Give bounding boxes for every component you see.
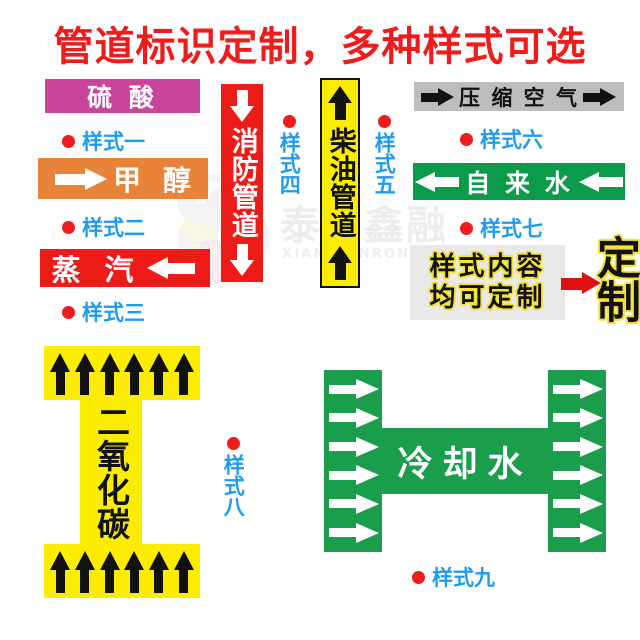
style-8-top-arrow-row bbox=[48, 352, 196, 396]
page-title: 管道标识定制，多种样式可选 bbox=[53, 24, 587, 70]
arrow-right-icon bbox=[329, 407, 379, 428]
caption-style-5: 样式五 bbox=[372, 115, 397, 195]
arrow-up-icon bbox=[328, 86, 352, 120]
arrow-right-icon bbox=[553, 407, 603, 428]
bullet-dot-icon bbox=[62, 305, 75, 319]
caption-style-2: 样式二 bbox=[62, 212, 145, 242]
arrow-up-icon bbox=[50, 353, 71, 395]
style-8-bottom-arrow-row bbox=[48, 550, 196, 594]
arrow-up-icon bbox=[99, 551, 120, 593]
arrow-up-icon bbox=[328, 246, 352, 280]
arrow-down-icon bbox=[230, 90, 254, 122]
arrow-up-icon bbox=[124, 353, 145, 395]
arrow-up-icon bbox=[74, 353, 95, 395]
arrow-up-icon bbox=[173, 551, 194, 593]
label-style-8-text: 二氧化碳 bbox=[91, 405, 131, 541]
bullet-dot-icon bbox=[412, 570, 425, 584]
bullet-dot-icon bbox=[226, 437, 240, 450]
caption-style-4-text: 样式四 bbox=[277, 132, 302, 195]
arrow-up-icon bbox=[50, 551, 71, 593]
arrow-up-icon bbox=[148, 353, 169, 395]
caption-style-3: 样式三 bbox=[62, 297, 145, 327]
bullet-dot-icon bbox=[62, 134, 75, 148]
custom-text-box[interactable]: 样式内容 均可定制 bbox=[410, 245, 565, 320]
arrow-left-icon bbox=[578, 171, 623, 192]
caption-style-2-text: 样式二 bbox=[82, 216, 145, 240]
arrow-up-icon bbox=[74, 551, 95, 593]
arrow-right-icon bbox=[553, 465, 603, 486]
arrow-right-icon bbox=[329, 436, 379, 457]
custom-line-1: 样式内容 bbox=[429, 251, 546, 282]
style-8-middle-bar bbox=[80, 400, 142, 544]
label-style-3-text: 蒸 汽 bbox=[51, 253, 141, 287]
label-style-7-text: 自 来 水 bbox=[465, 168, 573, 198]
label-style-4-text: 消防管道 bbox=[226, 127, 258, 239]
label-style-4[interactable]: 消防管道 bbox=[221, 84, 263, 282]
label-style-9[interactable]: 冷却水 bbox=[324, 370, 606, 552]
arrow-up-icon bbox=[148, 551, 169, 593]
caption-style-8-text: 样式八 bbox=[221, 454, 246, 517]
arrow-right-icon bbox=[553, 493, 603, 514]
caption-style-6: 样式六 bbox=[460, 124, 543, 154]
bullet-dot-icon bbox=[377, 115, 391, 128]
caption-style-3-text: 样式三 bbox=[82, 301, 145, 325]
style-9-right-arrow-col bbox=[552, 375, 604, 547]
label-style-5-text: 柴油管道 bbox=[324, 127, 356, 239]
arrow-right-icon bbox=[329, 522, 379, 543]
arrow-right-icon bbox=[329, 493, 379, 514]
arrow-up-icon bbox=[173, 353, 194, 395]
label-style-1-text: 硫 酸 bbox=[87, 83, 158, 112]
bullet-dot-icon bbox=[460, 132, 473, 146]
label-style-2-text: 甲 醇 bbox=[113, 163, 197, 197]
caption-style-9: 样式九 bbox=[412, 562, 495, 592]
arrow-right-icon bbox=[582, 87, 617, 106]
caption-style-6-text: 样式六 bbox=[480, 128, 543, 152]
arrow-right-icon bbox=[329, 465, 379, 486]
caption-style-1: 样式一 bbox=[62, 126, 145, 156]
bullet-dot-icon bbox=[460, 221, 473, 235]
arrow-left-icon bbox=[146, 257, 195, 279]
label-style-7[interactable]: 自 来 水 bbox=[413, 163, 625, 200]
arrow-right-icon bbox=[553, 379, 603, 400]
custom-arrow-right-icon bbox=[561, 272, 601, 294]
style-9-left-arrow-col bbox=[328, 375, 380, 547]
label-style-3[interactable]: 蒸 汽 bbox=[40, 249, 210, 287]
label-style-6[interactable]: 压 缩 空 气 bbox=[414, 82, 624, 111]
watermark-chinese: 泰湘鑫融 bbox=[280, 203, 448, 249]
caption-style-7: 样式七 bbox=[460, 213, 543, 243]
style-9-middle-bar bbox=[382, 428, 548, 494]
arrow-right-icon bbox=[329, 379, 379, 400]
custom-line-2: 均可定制 bbox=[429, 282, 546, 313]
arrow-right-icon bbox=[421, 87, 455, 106]
caption-style-4: 样式四 bbox=[277, 115, 302, 195]
label-style-5[interactable]: 柴油管道 bbox=[320, 78, 360, 288]
label-style-9-text: 冷却水 bbox=[397, 444, 533, 485]
arrow-up-icon bbox=[124, 551, 145, 593]
bullet-dot-icon bbox=[282, 115, 296, 128]
caption-style-5-text: 样式五 bbox=[372, 132, 397, 195]
bullet-dot-icon bbox=[62, 220, 75, 234]
arrow-right-icon bbox=[55, 167, 108, 190]
arrow-right-icon bbox=[553, 436, 603, 457]
arrow-left-icon bbox=[415, 171, 460, 192]
label-style-2[interactable]: 甲 醇 bbox=[38, 158, 208, 199]
style-9-left-bar bbox=[324, 370, 382, 552]
arrow-right-icon bbox=[553, 522, 603, 543]
arrow-up-icon bbox=[99, 353, 120, 395]
caption-style-1-text: 样式一 bbox=[82, 130, 145, 154]
label-style-6-text: 压 缩 空 气 bbox=[459, 85, 579, 110]
caption-style-7-text: 样式七 bbox=[480, 217, 543, 241]
caption-style-9-text: 样式九 bbox=[432, 566, 495, 590]
arrow-down-icon bbox=[230, 244, 254, 276]
style-9-right-bar bbox=[548, 370, 606, 552]
label-style-1[interactable]: 硫 酸 bbox=[45, 79, 200, 113]
custom-result-text: 定制 bbox=[589, 235, 640, 323]
label-style-8[interactable]: 二氧化碳 bbox=[44, 346, 200, 598]
caption-style-8: 样式八 bbox=[221, 437, 246, 517]
